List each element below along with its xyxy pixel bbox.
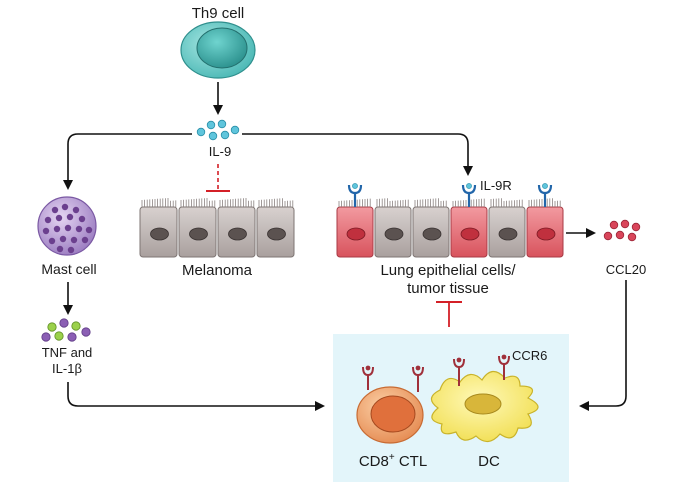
th9-cell-label: Th9 cell bbox=[192, 5, 245, 22]
dc-label: DC bbox=[478, 453, 500, 470]
tnf-label-line2: IL-1β bbox=[52, 361, 82, 376]
lung-cell-1-nucleus bbox=[346, 227, 366, 241]
lung-cell-5-nucleus bbox=[498, 227, 518, 241]
ccl20-chemokines bbox=[603, 219, 641, 242]
il9-cytokines bbox=[196, 119, 240, 141]
lung-cell-2 bbox=[374, 198, 412, 258]
ccr6-label: CCR6 bbox=[512, 348, 547, 363]
mast-cell bbox=[37, 196, 97, 256]
lung-cell-6 bbox=[526, 198, 564, 258]
dc-receptor-left bbox=[453, 357, 465, 386]
lung-cell-4-nucleus bbox=[460, 227, 480, 241]
lung-cell-5 bbox=[488, 198, 526, 258]
arrow-tnf-to-immune-box bbox=[67, 382, 325, 411]
lung-cell-3-nucleus bbox=[422, 227, 442, 241]
melanoma-cell-3-nucleus bbox=[228, 227, 247, 241]
ctl-nucleus bbox=[370, 395, 416, 433]
melanoma-cell-2 bbox=[178, 198, 217, 258]
arrow-ccl20-to-immune-box bbox=[579, 280, 627, 411]
ctl-receptor-right bbox=[412, 365, 424, 392]
melanoma-cell-2-nucleus bbox=[189, 227, 208, 241]
tnf-il1b-cytokines bbox=[41, 318, 91, 342]
ccl20-label: CCL20 bbox=[606, 262, 646, 277]
lung-label-line1: Lung epithelial cells/ bbox=[380, 262, 516, 279]
melanoma-cell-4-nucleus bbox=[267, 227, 286, 241]
arrow-il9-to-lung-epithelium bbox=[242, 133, 473, 176]
lung-cell-6-nucleus bbox=[536, 227, 556, 241]
melanoma-cell-4 bbox=[256, 198, 295, 258]
melanoma-cell-1 bbox=[139, 198, 178, 258]
mast-cell-label: Mast cell bbox=[41, 261, 96, 277]
il9-receptor-3 bbox=[537, 183, 553, 207]
il9-receptor-2 bbox=[461, 183, 477, 207]
melanoma-cell-3 bbox=[217, 198, 256, 258]
melanoma-label: Melanoma bbox=[182, 262, 253, 279]
ccr6-receptor bbox=[498, 354, 510, 380]
cd8-ctl-cell bbox=[356, 386, 424, 444]
ctl-receptor-left bbox=[362, 365, 374, 390]
ctl-text: CTL bbox=[395, 453, 428, 470]
il9-label: IL-9 bbox=[209, 144, 231, 159]
dc-nucleus bbox=[464, 393, 502, 415]
lung-cell-4 bbox=[450, 198, 488, 258]
lung-epithelium bbox=[336, 183, 564, 258]
cd8-superscript: + bbox=[389, 452, 395, 463]
lung-cell-3 bbox=[412, 198, 450, 258]
melanoma-epithelium bbox=[139, 198, 295, 258]
lung-cell-2-nucleus bbox=[384, 227, 404, 241]
il9-receptor-1 bbox=[347, 183, 363, 207]
lung-label-line2: tumor tissue bbox=[407, 280, 489, 297]
th9-cell bbox=[180, 21, 256, 79]
melanoma-cell-1-nucleus bbox=[150, 227, 169, 241]
il9r-label: IL-9R bbox=[480, 178, 512, 193]
lung-cell-1 bbox=[336, 198, 374, 258]
arrow-il9-to-mast-cell bbox=[63, 133, 192, 190]
cd8-text: CD8 bbox=[359, 453, 389, 470]
th9-nucleus bbox=[196, 27, 248, 69]
cd8-ctl-label: CD8+ CTL bbox=[359, 452, 427, 470]
dendritic-cell bbox=[430, 370, 539, 443]
tnf-label-line1: TNF and bbox=[42, 345, 93, 360]
